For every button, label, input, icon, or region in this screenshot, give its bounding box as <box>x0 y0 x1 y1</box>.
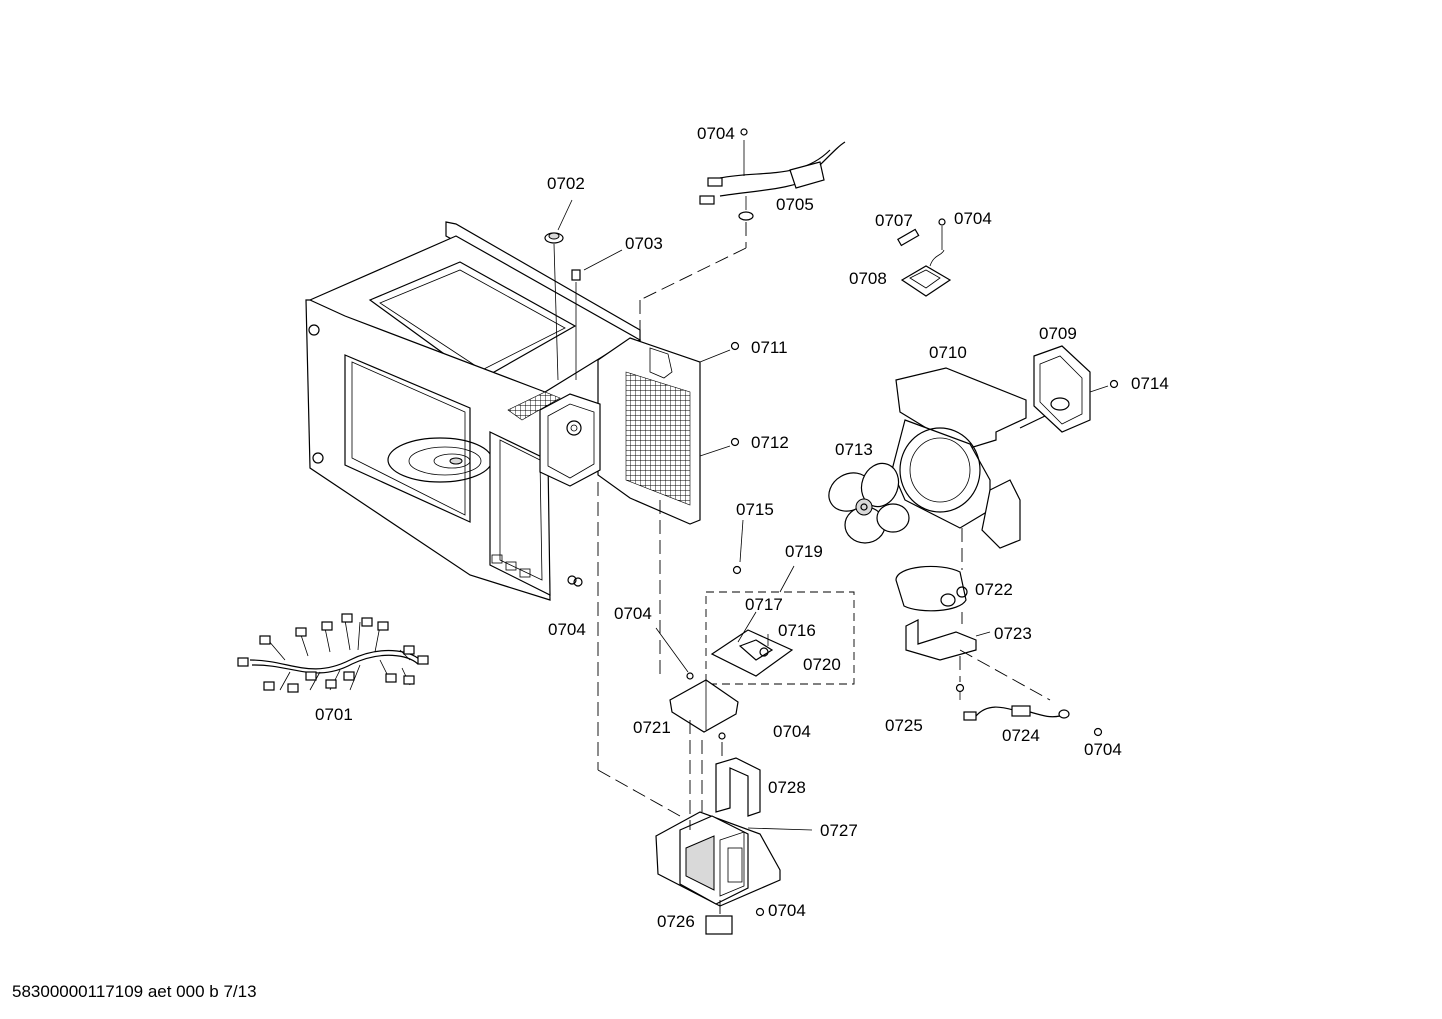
label-0711: 0711 <box>751 338 788 357</box>
screw-0704-cavity <box>573 577 583 587</box>
oven-cavity-housing <box>305 221 642 601</box>
label-0701: 0701 <box>315 705 353 724</box>
part-0723-bracket <box>905 619 1051 701</box>
label-0717: 0717 <box>745 595 783 614</box>
part-0709 <box>1019 345 1119 433</box>
label-0704-top: 0704 <box>697 124 735 143</box>
screw-0704-near-0721 <box>718 732 726 740</box>
label-0705: 0705 <box>776 195 814 214</box>
label-0704-ground: 0704 <box>1084 740 1122 759</box>
part-0715-screw <box>732 519 744 575</box>
label-0726: 0726 <box>657 912 695 931</box>
part-0701-wire-harness <box>237 613 429 693</box>
label-0703: 0703 <box>625 234 663 253</box>
label-0713: 0713 <box>835 440 873 459</box>
part-0713-fan-blade <box>828 462 910 544</box>
part-0728-bracket <box>715 757 761 817</box>
label-0707: 0707 <box>875 211 913 230</box>
label-0722: 0722 <box>975 580 1013 599</box>
part-0702-cutout <box>544 199 573 381</box>
label-0702: 0702 <box>547 174 585 193</box>
part-0708-fuse-holder <box>897 218 952 297</box>
part-0722-capacitor <box>895 565 968 624</box>
label-0720: 0720 <box>803 655 841 674</box>
label-0704-cavity: 0704 <box>548 620 586 639</box>
document-footer-id: 58300000117109 aet 000 b 7/13 <box>12 982 257 1001</box>
label-0704-mid: 0704 <box>773 722 811 741</box>
label-0704-bracket: 0704 <box>614 604 652 623</box>
label-0716: 0716 <box>778 621 816 640</box>
part-0705-wire-assembly <box>639 128 846 336</box>
label-0709: 0709 <box>1039 324 1077 343</box>
label-0708: 0708 <box>849 269 887 288</box>
label-0715: 0715 <box>736 500 774 519</box>
label-0725: 0725 <box>885 716 923 735</box>
part-0710-fan-bracket <box>891 367 1027 570</box>
part-0721-bracket <box>655 627 739 733</box>
assembly-lines <box>597 482 723 916</box>
part-0719-board-group <box>705 565 855 685</box>
turntable-motor <box>539 393 601 487</box>
label-0704-bottom: 0704 <box>768 901 806 920</box>
screw-0711 <box>699 341 740 363</box>
part-0703 <box>571 249 623 380</box>
label-0719: 0719 <box>785 542 823 561</box>
label-0710: 0710 <box>929 343 967 362</box>
label-0724: 0724 <box>1002 726 1040 745</box>
label-0704-fuse: 0704 <box>954 209 992 228</box>
back-panel <box>597 337 701 525</box>
label-0712: 0712 <box>751 433 789 452</box>
screw-0712 <box>699 437 740 457</box>
label-0723: 0723 <box>994 624 1032 643</box>
label-0721: 0721 <box>633 718 671 737</box>
label-0714: 0714 <box>1131 374 1169 393</box>
label-0728: 0728 <box>768 778 806 797</box>
part-0727-transformer <box>655 811 813 935</box>
part-0724-wire <box>955 683 1103 737</box>
label-0727: 0727 <box>820 821 858 840</box>
